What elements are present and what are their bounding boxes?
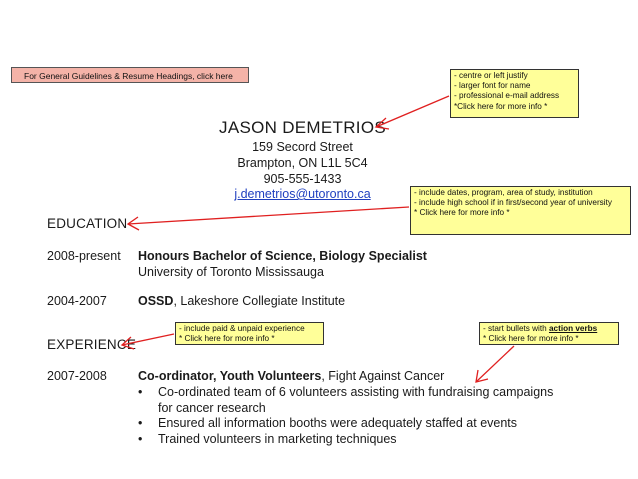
diploma-title: OSSD (138, 294, 174, 308)
note-more-link[interactable]: * Click here for more info * (414, 208, 510, 218)
job-title-row: Co-ordinator, Youth Volunteers, Fight Ag… (138, 369, 444, 383)
school-name: , Lakeshore Collegiate Institute (173, 294, 346, 308)
arrow-to-experience-icon (121, 333, 175, 346)
job-title: Co-ordinator, Youth Volunteers (138, 369, 322, 383)
resume-name: JASON DEMETRIOS (219, 118, 386, 137)
bullet-icon: • (138, 431, 143, 446)
street-address: 159 Secord Street (252, 140, 353, 154)
note-line: - start bullets with action verbs (483, 324, 615, 334)
experience-date: 2007-2008 (47, 369, 107, 383)
bullet-text: Trained volunteers in marketing techniqu… (158, 431, 397, 446)
arrowhead-icon (120, 336, 135, 350)
bullet-icon: • (138, 385, 143, 399)
arrow-to-name-icon (375, 95, 450, 128)
arrow-to-bullets-icon (475, 345, 515, 383)
arrowhead-icon (374, 117, 390, 130)
education-heading: EDUCATION (47, 216, 128, 231)
experience-tips-note[interactable]: - include paid & unpaid experience * Cli… (175, 322, 324, 345)
experience-heading: EXPERIENCE (47, 337, 137, 352)
note-text: - start bullets with (483, 324, 549, 333)
arrow-to-education-icon (127, 206, 410, 225)
experience-bullet-list: • Co-ordinated team of 6 volunteers assi… (138, 385, 558, 447)
note-line: - include dates, program, area of study,… (414, 188, 593, 197)
city-address: Brampton, ON L1L 5C4 (237, 156, 368, 170)
note-line: - professional e-mail address (454, 91, 560, 101)
phone-number: 905-555-1433 (263, 172, 342, 186)
note-more-link[interactable]: *Click here for more info * (454, 101, 548, 111)
degree-title: Honours Bachelor of Science, Biology Spe… (138, 249, 427, 263)
organization-name: , Fight Against Cancer (321, 369, 445, 383)
bullet-tips-note[interactable]: - start bullets with action verbs * Clic… (479, 322, 619, 345)
action-verbs-link[interactable]: action verbs (548, 324, 598, 333)
general-guidelines-link[interactable]: For General Guidelines & Resume Headings… (11, 67, 249, 83)
education-date: 2004-2007 (47, 294, 107, 308)
bullet-icon: • (138, 416, 143, 430)
education-date: 2008-present (47, 249, 121, 263)
list-item: • Co-ordinated team of 6 volunteers assi… (138, 385, 558, 416)
bullet-text: Ensured all information booths were adeq… (158, 416, 518, 430)
list-item: • Ensured all information booths were ad… (138, 416, 558, 432)
email-link[interactable]: j.demetrios@utoronto.ca (234, 187, 371, 201)
email-row: j.demetrios@utoronto.ca (0, 187, 605, 201)
note-line: - centre or left justify (454, 71, 528, 80)
arrowhead-icon (126, 216, 140, 231)
note-line: - include high school if in first/second… (414, 198, 612, 208)
name-tips-note[interactable]: - centre or left justify - larger font f… (450, 69, 579, 118)
note-more-link[interactable]: * Click here for more info * (483, 334, 579, 344)
arrowhead-icon (475, 369, 489, 383)
education-tips-note[interactable]: - include dates, program, area of study,… (410, 186, 631, 235)
note-more-link[interactable]: * Click here for more info * (179, 334, 275, 344)
note-line: - include paid & unpaid experience (179, 324, 305, 333)
institution-name: University of Toronto Mississauga (138, 265, 324, 279)
high-school-entry: OSSD, Lakeshore Collegiate Institute (138, 294, 345, 308)
list-item: • Trained volunteers in marketing techni… (138, 432, 558, 448)
note-line: - larger font for name (454, 81, 531, 91)
bullet-text: Co-ordinated team of 6 volunteers assist… (158, 385, 554, 415)
